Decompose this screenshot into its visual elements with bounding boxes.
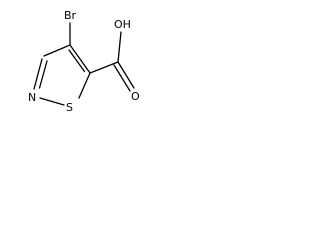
bond-c3-n-double-inner [38, 60, 48, 89]
atom-hydroxyl-label: OH [114, 18, 131, 31]
atom-sulfur-label: S [66, 101, 73, 114]
bond-c5-ccooh [89, 61, 119, 74]
atom-oxygen-label: O [131, 90, 140, 103]
atom-bromine-label: Br [64, 9, 77, 22]
bond-n-s [39, 97, 65, 106]
bond-ccooh-o-double-inner [113, 64, 131, 92]
bond-c5-c4-double [69, 44, 91, 74]
bond-c4-c3 [43, 44, 71, 57]
bond-c3-n-double [33, 58, 43, 90]
bond-ccooh-o-double [117, 61, 135, 89]
bond-c5-c4-double-inner [68, 49, 86, 73]
bond-s-c5 [78, 72, 91, 99]
atom-nitrogen-label: N [28, 91, 36, 104]
chemical-structure: Br N S OH O [28, 9, 140, 114]
bond-ccooh-oh [117, 31, 122, 63]
